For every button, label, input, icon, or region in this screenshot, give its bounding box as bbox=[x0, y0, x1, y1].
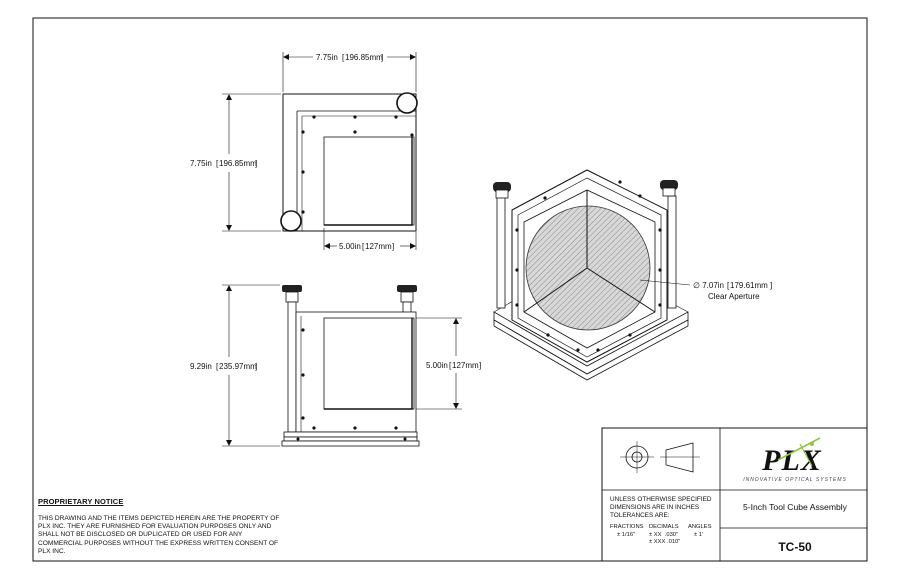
top-height-dim: 7.75in bbox=[190, 159, 212, 168]
svg-text:]: ] bbox=[479, 361, 481, 370]
svg-text:[: [ bbox=[727, 281, 730, 290]
top-width-dim-mm: 196.85mm bbox=[345, 53, 383, 62]
angles-value: ± 1' bbox=[694, 532, 704, 538]
svg-text:[: [ bbox=[216, 362, 219, 371]
fractions-label: FRACTIONS bbox=[610, 524, 644, 530]
svg-text:[: [ bbox=[362, 242, 365, 251]
post-knob-icon bbox=[396, 92, 418, 114]
top-view: 7.75in [ 196.85mm ] 7.75in [ 196.85mm ] … bbox=[190, 52, 418, 251]
svg-text:]: ] bbox=[255, 159, 257, 168]
front-cube-dim-mm: 127mm bbox=[452, 361, 479, 370]
part-number: TC-50 bbox=[778, 540, 812, 554]
decimals-value-2: ± XXX .010" bbox=[649, 539, 681, 545]
top-width-dim: 7.75in bbox=[316, 53, 338, 62]
iso-aperture-dim: ∅ 7.07in bbox=[693, 281, 724, 290]
top-height-dim-mm: 196.85mm bbox=[219, 159, 257, 168]
svg-text:]: ] bbox=[392, 242, 394, 251]
third-angle-projection-icon bbox=[620, 441, 700, 473]
clear-aperture-label: Clear Aperture bbox=[708, 292, 760, 301]
top-inner-dim-mm: 127mm bbox=[365, 242, 392, 251]
top-inner-dim: 5.00in bbox=[339, 242, 361, 251]
fractions-value: ± 1/16" bbox=[617, 532, 636, 538]
svg-text:]: ] bbox=[381, 53, 383, 62]
front-height-dim: 9.29in bbox=[190, 362, 212, 371]
sheet-border bbox=[32, 17, 868, 562]
svg-text:PLX: PLX bbox=[761, 444, 822, 477]
svg-text:]: ] bbox=[770, 281, 772, 290]
iso-left-knob-icon bbox=[493, 182, 511, 192]
svg-text:]: ] bbox=[255, 362, 257, 371]
decimals-value-1: ± XX .030" bbox=[649, 532, 679, 538]
tolerance-header-2: DIMENSIONS ARE IN INCHES bbox=[610, 504, 700, 511]
svg-text:[: [ bbox=[216, 159, 219, 168]
drawing-title: 5-Inch Tool Cube Assembly bbox=[743, 502, 847, 512]
plx-logo: PLX bbox=[761, 437, 822, 477]
svg-text:[: [ bbox=[342, 53, 345, 62]
tolerance-header-1: UNLESS OTHERWISE SPECIFIED bbox=[610, 496, 712, 503]
right-knob-icon bbox=[397, 285, 417, 292]
plx-tagline: INNOVATIVE OPTICAL SYSTEMS bbox=[743, 477, 847, 483]
svg-text:[: [ bbox=[449, 361, 452, 370]
front-cube-dim: 5.00in bbox=[426, 361, 448, 370]
title-block: PLX bbox=[601, 427, 868, 562]
isometric-view: ∅ 7.07in [ 179.61mm ] Clear Aperture bbox=[493, 169, 772, 381]
proprietary-notice-title: PROPRIETARY NOTICE bbox=[38, 497, 124, 506]
decimals-label: DECIMALS bbox=[649, 524, 679, 530]
post-knob-icon bbox=[280, 210, 302, 232]
tolerance-header-3: TOLERANCES ARE: bbox=[610, 512, 670, 519]
proprietary-notice-body: THIS DRAWING AND THE ITEMS DEPICTED HERE… bbox=[38, 515, 280, 555]
iso-aperture-dim-mm: 179.61mm bbox=[730, 281, 768, 290]
iso-right-knob-icon bbox=[660, 180, 678, 190]
angles-label: ANGLES bbox=[688, 524, 712, 530]
clear-aperture bbox=[525, 205, 651, 331]
front-view: 9.29in [ 235.97mm ] 5.00in [ 127mm ] bbox=[190, 284, 481, 447]
front-height-dim-mm: 235.97mm bbox=[219, 362, 257, 371]
left-knob-icon bbox=[282, 285, 302, 292]
